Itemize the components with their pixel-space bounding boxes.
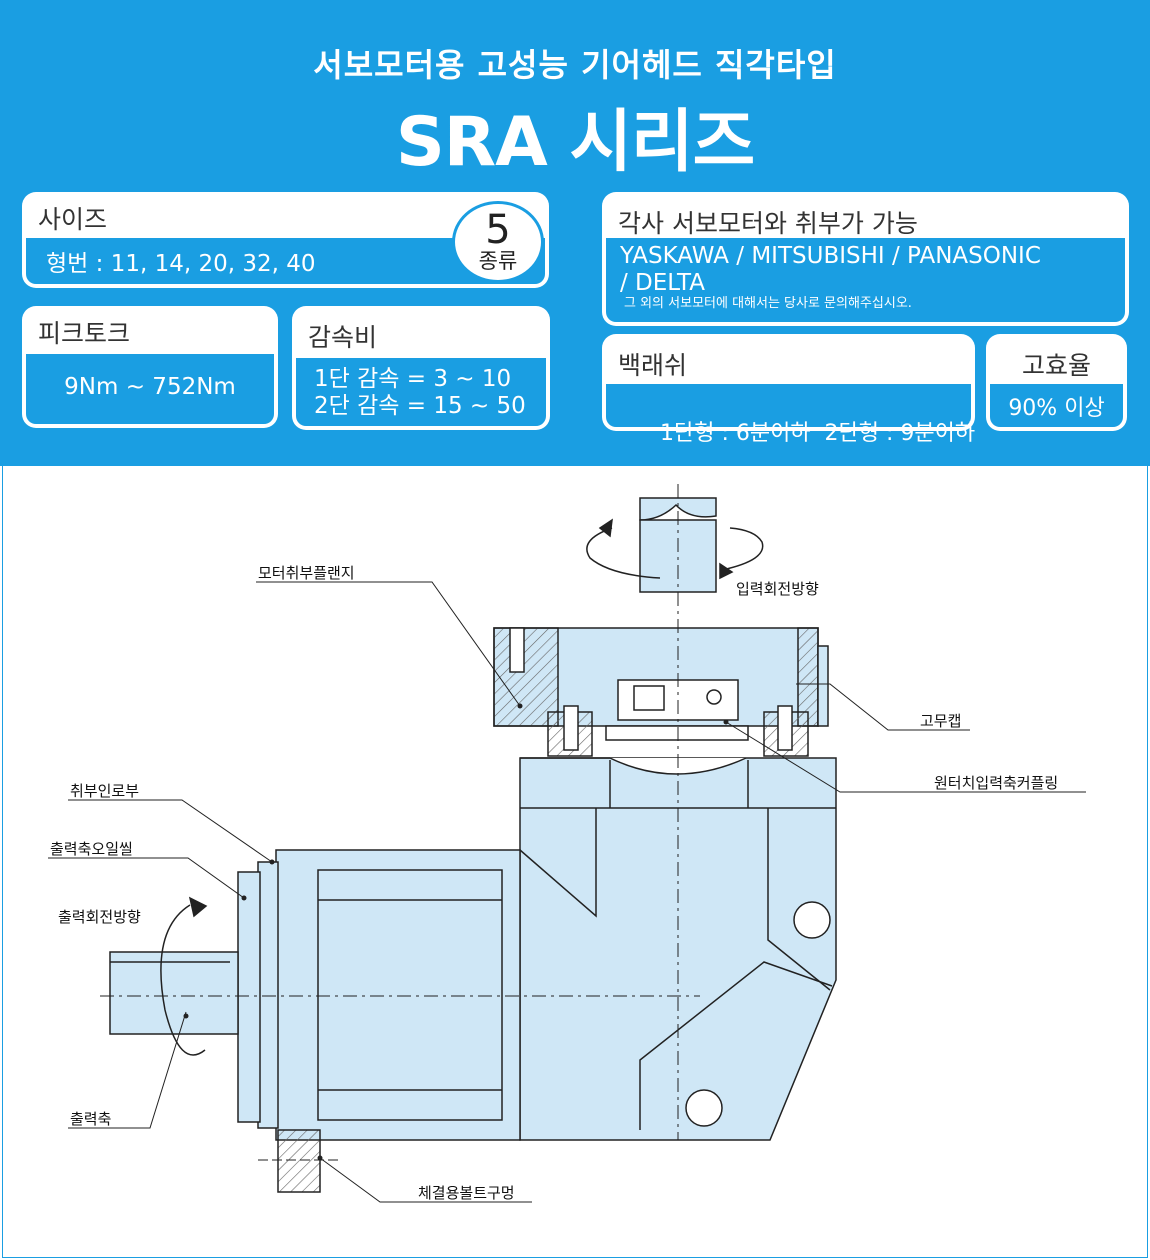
output-shaft xyxy=(109,951,239,1035)
backlash-title: 백래쉬 xyxy=(618,351,688,380)
reduction-single-stage: 1단 감속 = 3 ~ 10 xyxy=(314,366,512,392)
product-title: SRA 시리즈 xyxy=(395,103,755,182)
size-count-unit: 종류 xyxy=(478,249,518,273)
reduction-title: 감속비 xyxy=(308,323,378,352)
efficiency-title: 고효율 xyxy=(1021,351,1091,380)
reduction-two-stage: 2단 감속 = 15 ~ 50 xyxy=(314,393,526,419)
motor-brands-line2: / DELTA xyxy=(620,270,705,296)
motor-compat-card: 각사 서보모터와 취부가 가능 YASKAWA / MITSUBISHI / P… xyxy=(602,192,1129,326)
label-motor-flange: 모터취부플랜지 xyxy=(258,564,355,582)
backlash-value: 1단형 : 6분이하 2단형 : 9분이하 xyxy=(659,421,976,446)
peak-torque-value: 9Nm ~ 752Nm xyxy=(64,374,236,400)
label-coupling: 원터치입력축커플링 xyxy=(934,774,1059,792)
motor-compat-note: 그 외의 서보모터에 대해서는 당사로 문의해주십시오. xyxy=(624,296,912,311)
label-input-rotation: 입력회전방향 xyxy=(736,580,819,598)
label-oil-seal: 출력축오일씰 xyxy=(50,840,133,858)
label-bolt-hole: 체결용볼트구멍 xyxy=(418,1184,515,1202)
input-shaft xyxy=(639,497,717,521)
oil-seal xyxy=(237,871,261,1123)
bolt-hole xyxy=(277,1129,321,1193)
efficiency-card: 고효율 90% 이상 xyxy=(986,334,1127,431)
input-rotation-arrow xyxy=(586,527,661,579)
drawing-frame xyxy=(2,466,1148,1258)
size-card-title: 사이즈 xyxy=(38,205,108,234)
size-count-number: 5 xyxy=(485,207,511,253)
backlash-band: 1단형 : 6분이하 2단형 : 9분이하 xyxy=(606,384,975,446)
spec-header: 서보모터용 고성능 기어헤드 직각타입 SRA 시리즈 사이즈 형번 : 11,… xyxy=(0,0,1150,466)
product-subtitle: 서보모터용 고성능 기어헤드 직각타입 xyxy=(313,46,837,84)
label-mount-spigot: 취부인로부 xyxy=(70,782,140,800)
peak-torque-card: 피크토크 9Nm ~ 752Nm xyxy=(22,306,278,428)
motor-compat-band: YASKAWA / MITSUBISHI / PANASONIC / DELTA… xyxy=(606,238,1125,322)
label-output-shaft: 출력축 xyxy=(70,1110,112,1128)
motor-brands-line1: YASKAWA / MITSUBISHI / PANASONIC xyxy=(620,243,1041,269)
output-flange xyxy=(275,849,521,1141)
size-count-badge: 5 종류 xyxy=(452,201,544,283)
backlash-card: 백래쉬 1단형 : 6분이하 2단형 : 9분이하 xyxy=(602,334,975,446)
peak-torque-band: 9Nm ~ 752Nm xyxy=(26,354,274,424)
reduction-card: 감속비 1단 감속 = 3 ~ 10 2단 감속 = 15 ~ 50 xyxy=(292,306,550,430)
efficiency-band: 90% 이상 xyxy=(990,384,1123,427)
size-model-numbers: 형번 : 11, 14, 20, 32, 40 xyxy=(46,251,316,277)
label-rubber-cap: 고무캡 xyxy=(920,712,962,730)
motor-compat-title: 각사 서보모터와 취부가 가능 xyxy=(618,209,918,238)
label-output-rotation: 출력회전방향 xyxy=(58,908,141,926)
output-rotation-arrow xyxy=(160,904,206,1056)
reduction-band: 1단 감속 = 3 ~ 10 2단 감속 = 15 ~ 50 xyxy=(296,358,546,426)
peak-torque-title: 피크토크 xyxy=(38,319,131,348)
rubber-cap xyxy=(817,645,829,727)
efficiency-value: 90% 이상 xyxy=(1008,396,1105,421)
